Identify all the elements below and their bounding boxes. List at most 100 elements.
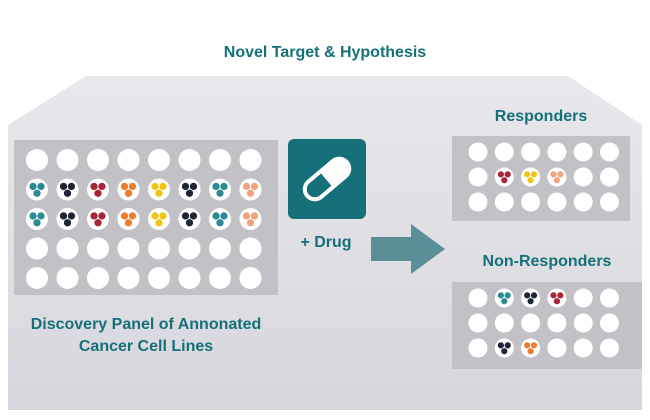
non-responders-well <box>521 313 541 333</box>
discovery-well <box>56 237 79 260</box>
discovery-well <box>26 237 48 260</box>
discovery-well <box>117 237 140 260</box>
discovery-cell <box>93 188 103 198</box>
discovery-well <box>209 149 231 171</box>
discovery-well <box>148 267 170 289</box>
discovery-panel-caption: Discovery Panel of Annonated Cancer Cell… <box>30 316 262 355</box>
responders-cell <box>526 176 535 184</box>
responders-well <box>573 142 593 162</box>
drug-label: + Drug <box>300 234 352 251</box>
non-responders-cell-cluster <box>497 291 512 305</box>
discovery-cell-cluster <box>120 211 137 227</box>
discovery-cell-cluster <box>120 182 137 198</box>
responders-well <box>547 192 567 212</box>
responders-well <box>547 142 567 162</box>
non-responders-cell-cluster <box>523 291 538 305</box>
discovery-cell <box>32 188 42 198</box>
discovery-cell-cluster <box>28 182 46 198</box>
discovery-well <box>148 237 170 260</box>
non-responders-well <box>468 338 488 358</box>
discovery-cell <box>215 188 225 198</box>
non-responders-well <box>494 313 514 333</box>
responders-well <box>494 142 514 162</box>
discovery-cell-cluster <box>28 211 46 227</box>
non-responders-cell <box>526 347 535 355</box>
non-responders-well <box>468 288 488 308</box>
non-responders-well <box>573 313 593 333</box>
responders-well <box>600 192 619 212</box>
discovery-well <box>239 149 262 171</box>
discovery-cell <box>250 182 259 191</box>
responders-cell <box>556 170 565 179</box>
discovery-well <box>178 267 201 289</box>
discovery-cell-cluster <box>242 211 259 227</box>
responders-well <box>600 167 619 187</box>
non-responders-well <box>600 313 619 333</box>
responders-cell-cluster <box>523 170 538 184</box>
non-responders-cell <box>530 291 538 300</box>
non-responders-wells <box>468 288 619 358</box>
discovery-well <box>148 149 170 171</box>
responders-well <box>600 142 619 162</box>
discovery-cell <box>185 218 194 227</box>
discovery-cell-cluster <box>89 182 107 198</box>
discovery-well <box>56 267 79 289</box>
non-responders-well <box>468 313 488 333</box>
discovery-cell <box>67 182 76 191</box>
discovery-cell-cluster <box>181 211 198 227</box>
discovery-cell <box>128 211 137 221</box>
discovery-cell <box>93 218 103 227</box>
non-responders-cell <box>553 297 561 305</box>
discovery-cell-cluster <box>59 182 76 198</box>
non-responders-cell <box>556 291 565 300</box>
discovery-well <box>117 149 140 171</box>
non-responders-well <box>547 313 567 333</box>
discovery-well <box>87 237 109 260</box>
responders-cell <box>530 170 538 179</box>
responders-title: Responders <box>494 108 588 125</box>
responders-well <box>573 167 593 187</box>
discovery-cell <box>246 188 255 198</box>
non-responders-cell <box>503 341 512 350</box>
discovery-cell-cluster <box>150 182 168 198</box>
discovery-cell <box>250 211 259 221</box>
discovery-cell <box>67 211 76 221</box>
discovery-well <box>56 149 79 171</box>
responders-well <box>468 167 488 187</box>
discovery-well <box>239 267 262 289</box>
non-responders-cell <box>526 297 535 305</box>
discovery-cell <box>97 182 107 191</box>
non-responders-cell <box>503 291 512 300</box>
responders-well <box>521 142 541 162</box>
discovery-cell <box>215 218 225 227</box>
responders-well <box>494 192 514 212</box>
pill-icon <box>288 139 366 219</box>
responders-cell <box>500 176 509 184</box>
discovery-well <box>239 237 262 260</box>
discovery-well <box>87 149 109 171</box>
arrow-right-icon <box>371 224 445 274</box>
discovery-cell-cluster <box>242 182 259 198</box>
hypothesis-title: Novel Target & Hypothesis <box>223 44 427 61</box>
discovery-well <box>209 267 231 289</box>
non-responders-cell-cluster <box>523 341 538 355</box>
responders-well <box>468 192 488 212</box>
discovery-well <box>87 267 109 289</box>
discovery-cell <box>189 211 198 221</box>
discovery-cell-cluster <box>59 211 76 227</box>
non-responders-well <box>573 338 593 358</box>
responders-well <box>521 192 541 212</box>
discovery-cell <box>154 188 164 198</box>
non-responders-cell <box>500 347 509 355</box>
discovery-cell <box>124 218 133 227</box>
discovery-cell <box>158 182 168 191</box>
discovery-cell <box>128 182 137 191</box>
discovery-wells <box>26 149 262 289</box>
discovery-cell <box>97 211 107 221</box>
non-responders-cell-cluster <box>549 291 565 305</box>
discovery-cell <box>185 188 194 198</box>
discovery-plate <box>14 140 278 295</box>
discovery-cell <box>124 188 133 198</box>
